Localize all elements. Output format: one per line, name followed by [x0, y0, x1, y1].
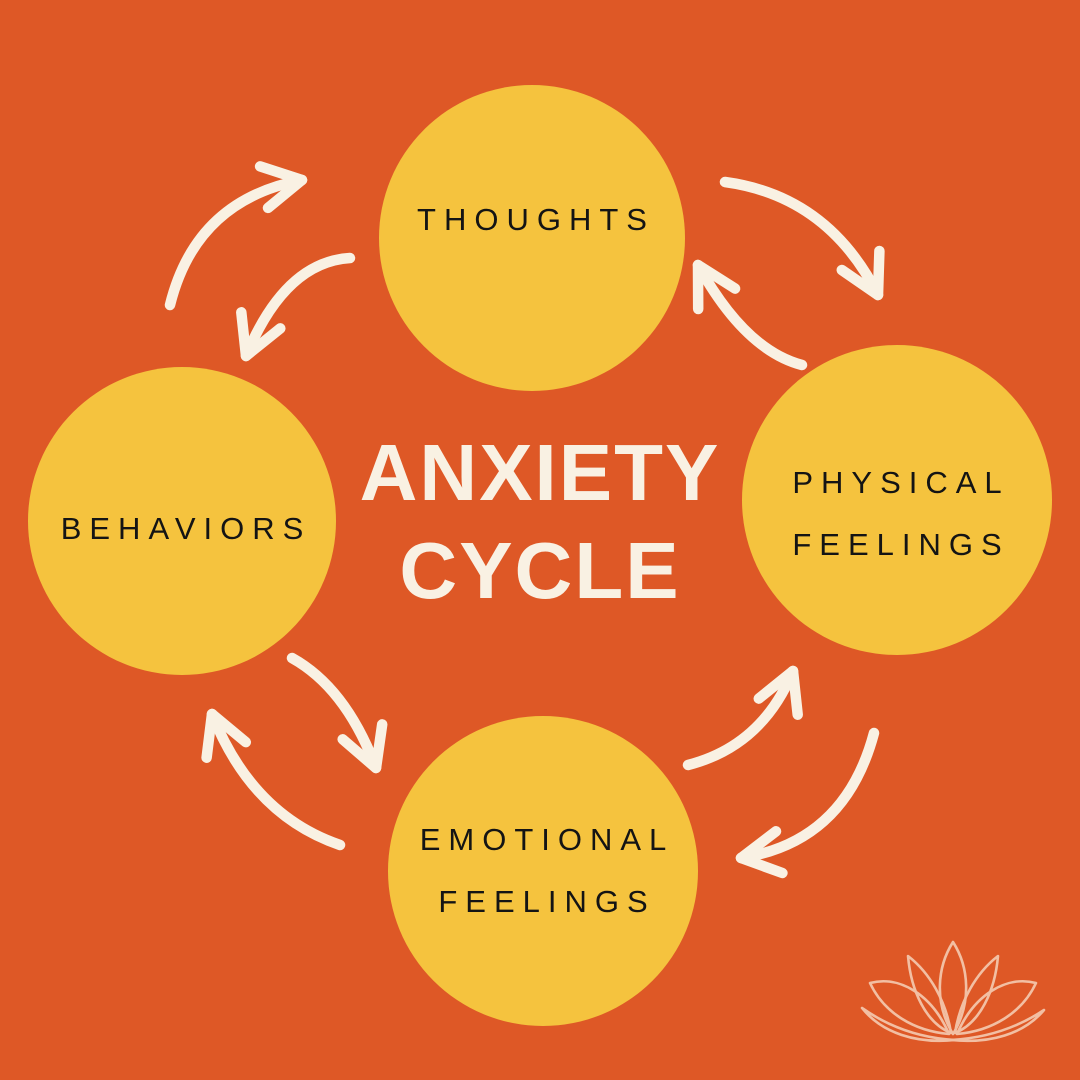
node-label-text: FEELINGS: [792, 527, 1010, 562]
lotus-center-petal: [938, 940, 968, 1036]
node-physical-feelings: PHYSICAL FEELINGS: [742, 345, 1052, 655]
lotus-inner-petal-left: [906, 954, 953, 1035]
lotus-outer-petal-right: [955, 980, 1038, 1036]
arrow-behaviors-to-thoughts: [164, 161, 308, 311]
arrow-thoughts-to-behaviors: [236, 252, 356, 362]
lotus-outer-petal-left: [868, 980, 951, 1036]
node-emotional-feelings-label: EMOTIONAL FEELINGS: [412, 809, 675, 933]
arrow-thoughts-to-physical: [719, 176, 885, 301]
arrow-physical-to-thoughts: [692, 259, 808, 371]
arrow-behaviors-to-emotional: [286, 652, 388, 774]
lotus-icon: [860, 940, 1046, 1043]
lotus-leaf-left: [860, 1006, 957, 1043]
node-label-text: BEHAVIORS: [60, 511, 312, 546]
lotus-leaf-right: [949, 1008, 1046, 1043]
node-thoughts-label: THOUGHTS: [409, 189, 655, 251]
node-emotional-feelings: EMOTIONAL FEELINGS: [388, 716, 698, 1026]
page-title: ANXIETY CYCLE: [0, 424, 1080, 620]
node-behaviors: BEHAVIORS: [28, 367, 336, 675]
lotus-inner-petal-right: [953, 954, 1000, 1035]
arrow-emotional-to-behaviors: [201, 708, 346, 851]
node-physical-feelings-label: PHYSICAL FEELINGS: [784, 452, 1009, 576]
title-line-2: CYCLE: [399, 526, 681, 615]
node-label-text: PHYSICAL: [792, 465, 1010, 500]
arrow-emotional-to-physical: [682, 665, 803, 771]
node-label-text: EMOTIONAL: [419, 822, 675, 857]
node-label-text: THOUGHTS: [417, 202, 655, 237]
arrow-physical-to-emotional: [735, 727, 880, 879]
node-behaviors-label: BEHAVIORS: [53, 498, 312, 560]
title-line-1: ANXIETY: [359, 428, 721, 517]
node-thoughts: THOUGHTS: [379, 85, 685, 391]
node-label-text: FEELINGS: [438, 884, 656, 919]
